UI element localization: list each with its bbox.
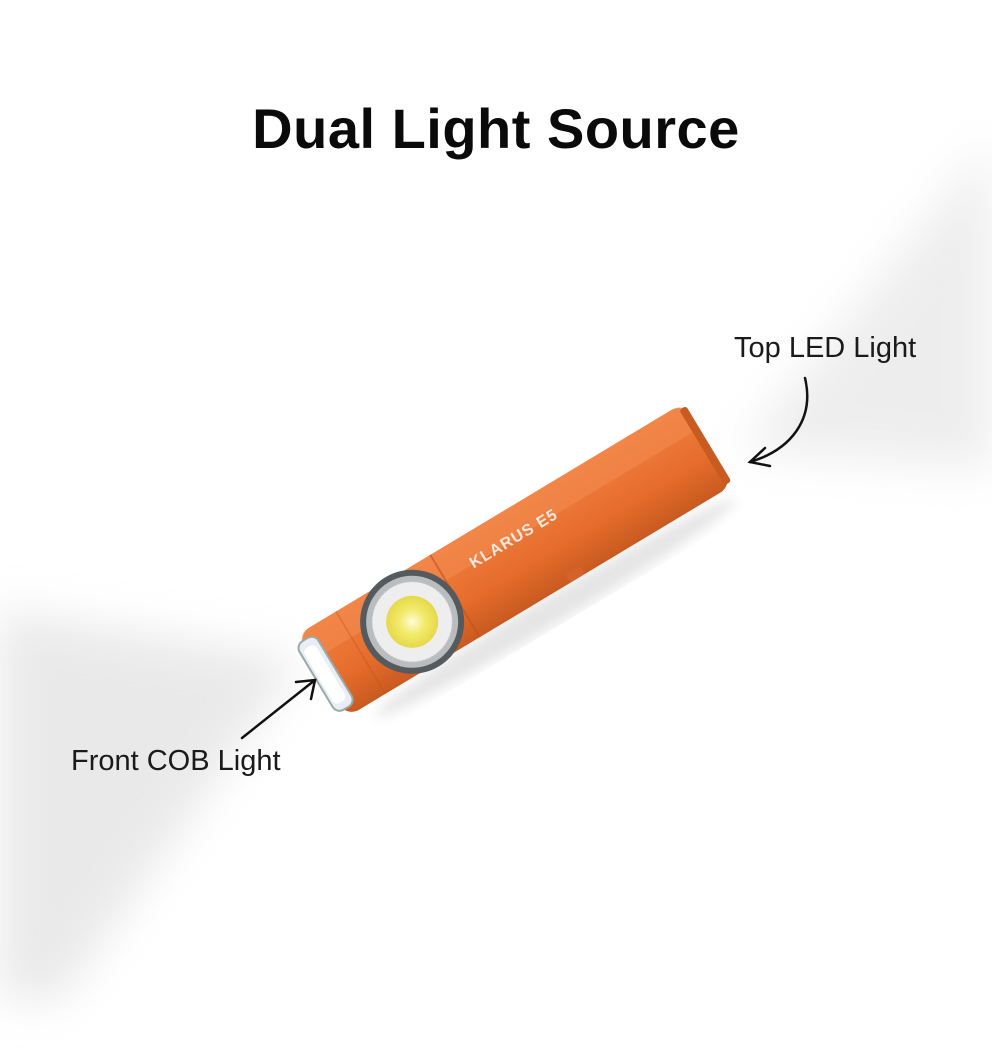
front-light-beam xyxy=(0,610,300,1000)
top-light-arrow xyxy=(747,376,809,468)
front-cob-light-label: Front COB Light xyxy=(71,745,281,777)
front-light-arrow xyxy=(240,678,317,740)
power-button xyxy=(566,566,584,582)
main-cob-lens xyxy=(360,569,465,674)
top-light-beam xyxy=(740,140,992,470)
flashlight: KLARUS E5 xyxy=(297,407,736,717)
page-title: Dual Light Source xyxy=(252,97,740,160)
top-led-light-label: Top LED Light xyxy=(734,332,917,364)
